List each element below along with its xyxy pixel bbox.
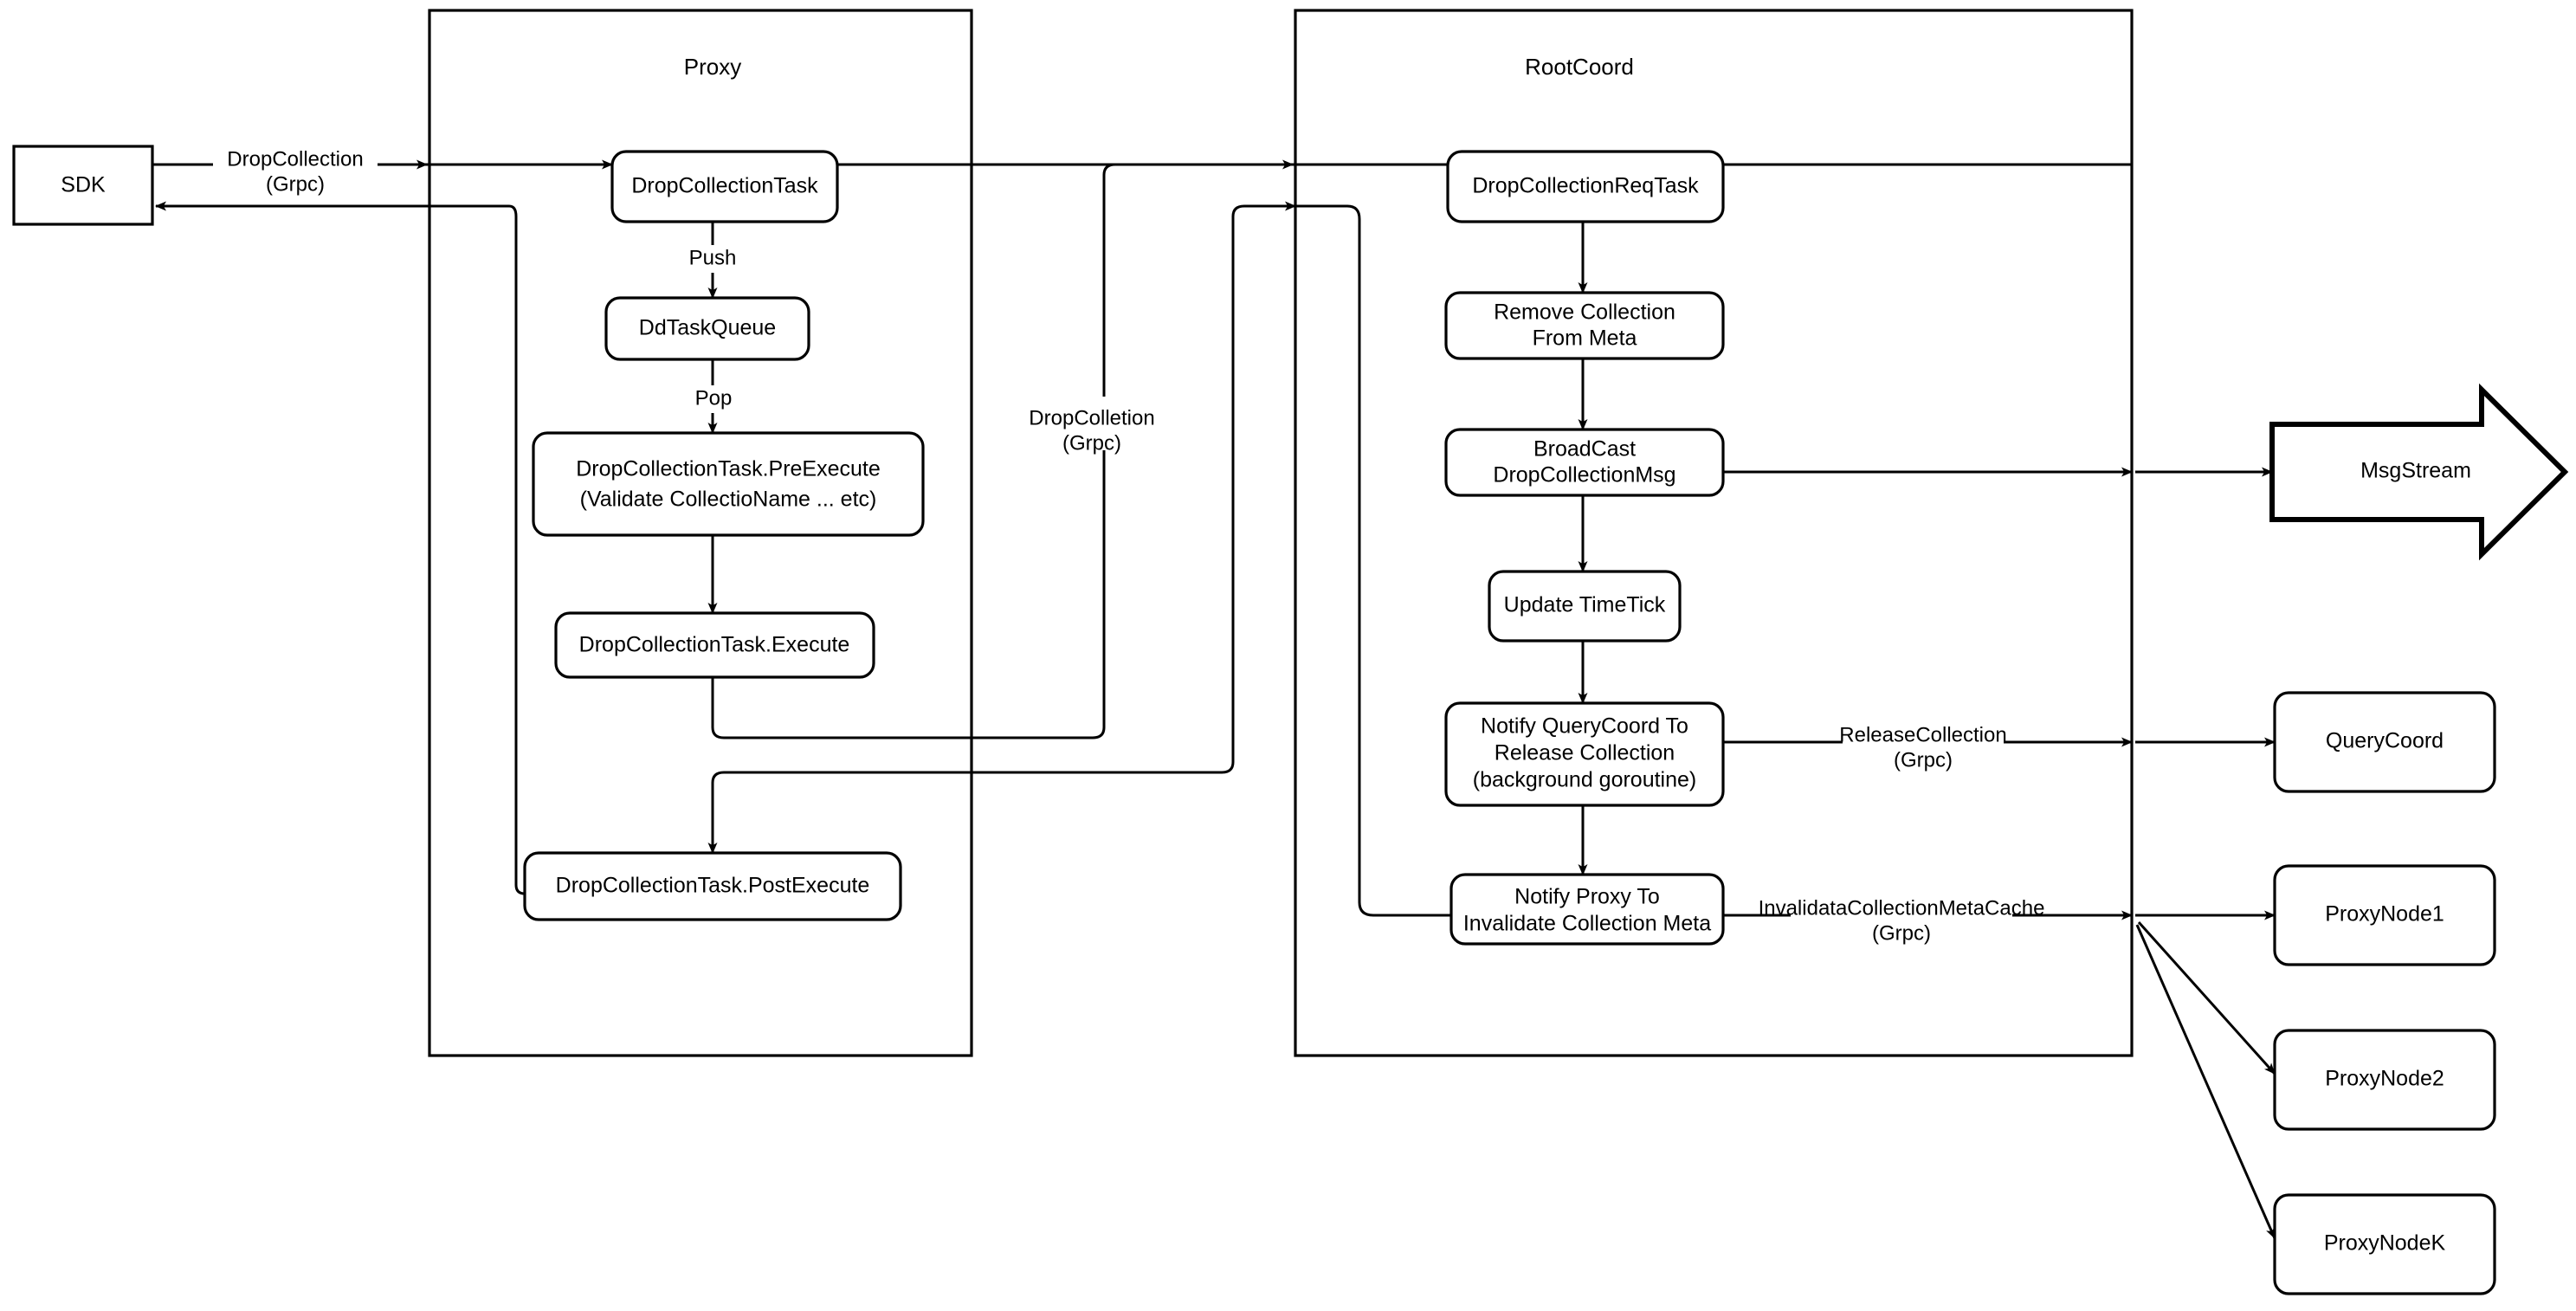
edge-execute-to-rootcoord-a xyxy=(711,677,1090,739)
querycoord-label: QueryCoord xyxy=(2326,729,2444,753)
node-remove-collection-from-meta[interactable]: Remove Collection From Meta xyxy=(1444,291,1725,360)
drop-collection-task-label: DropCollectionTask xyxy=(631,174,818,198)
pre-execute-label-line2: (Validate CollectioName ... etc) xyxy=(580,488,877,512)
node-notify-querycoord[interactable]: Notify QueryCoord To Release Collection … xyxy=(1444,701,1725,807)
broadcast-label-line2: DropCollectionMsg xyxy=(1493,463,1675,488)
node-proxynodek[interactable]: ProxyNodeK xyxy=(2273,1193,2496,1295)
node-drop-collection-req-task[interactable]: DropCollectionReqTask xyxy=(1446,150,1725,223)
node-update-timetick[interactable]: Update TimeTick xyxy=(1488,570,1682,643)
proxynode1-box[interactable] xyxy=(2273,864,2496,966)
sdk-label: SDK xyxy=(61,173,106,197)
pre-execute-box[interactable] xyxy=(532,431,925,537)
pop-label: Pop xyxy=(695,386,733,410)
release-collection-label-bg xyxy=(1843,720,2004,773)
node-broadcast-drop-collection-msg[interactable]: BroadCast DropCollectionMsg xyxy=(1444,428,1725,497)
edge-label-pop: Pop xyxy=(677,385,750,413)
notify-querycoord-label-line1: Notify QueryCoord To xyxy=(1481,714,1688,739)
querycoord-box[interactable] xyxy=(2273,691,2496,793)
proxynode2-label: ProxyNode2 xyxy=(2325,1067,2444,1091)
rootcoord-container-title: RootCoord xyxy=(1525,54,1634,80)
dd-task-queue-label: DdTaskQueue xyxy=(639,316,776,340)
update-timetick-box[interactable] xyxy=(1488,570,1682,643)
notify-proxy-box[interactable] xyxy=(1449,873,1725,946)
proxynodek-label: ProxyNodeK xyxy=(2324,1231,2446,1256)
node-post-execute[interactable]: DropCollectionTask.PostExecute xyxy=(523,851,902,921)
edge-boundary-to-proxynodek xyxy=(2135,924,2276,1239)
notify-proxy-label-line2: Invalidate Collection Meta xyxy=(1463,912,1711,936)
sdk-dropcollection-label-line2: (Grpc) xyxy=(266,172,325,196)
pop-label-bg xyxy=(677,385,750,413)
push-label-bg xyxy=(672,245,753,273)
release-collection-label-line2: (Grpc) xyxy=(1894,748,1953,772)
execute-label: DropCollectionTask.Execute xyxy=(579,633,850,657)
edge-postexecute-return-riser xyxy=(502,204,533,895)
node-pre-execute[interactable]: DropCollectionTask.PreExecute (Validate … xyxy=(532,431,925,537)
invalidate-cache-label-line2: (Grpc) xyxy=(1872,921,1931,945)
notify-proxy-label-line1: Notify Proxy To xyxy=(1514,885,1660,909)
invalidate-cache-label-bg xyxy=(1791,893,2012,946)
remove-collection-label-line2: From Meta xyxy=(1533,326,1637,351)
node-drop-collection-task[interactable]: DropCollectionTask xyxy=(610,150,839,223)
proxynode2-box[interactable] xyxy=(2273,1029,2496,1131)
proxynodek-box[interactable] xyxy=(2273,1193,2496,1295)
node-proxynode2[interactable]: ProxyNode2 xyxy=(2273,1029,2496,1131)
edge-label-release-collection: ReleaseCollection (Grpc) xyxy=(1839,720,2007,773)
release-collection-label-line1: ReleaseCollection xyxy=(1839,723,2006,746)
push-label: Push xyxy=(689,246,737,269)
post-execute-label: DropCollectionTask.PostExecute xyxy=(556,874,870,898)
proxynode1-label: ProxyNode1 xyxy=(2325,902,2444,927)
edge-notifyproxy-return-left xyxy=(1295,204,1451,917)
node-proxynode1[interactable]: ProxyNode1 xyxy=(2273,864,2496,966)
update-timetick-label: Update TimeTick xyxy=(1504,593,1666,617)
dd-task-queue-box[interactable] xyxy=(604,296,810,361)
node-querycoord[interactable]: QueryCoord xyxy=(2273,691,2496,793)
sdk-box[interactable] xyxy=(12,145,154,226)
edge-execute-to-rootcoord-b xyxy=(1090,159,1294,739)
sdk-dropcollection-label-bg xyxy=(213,142,378,196)
drop-collection-task-box[interactable] xyxy=(610,150,839,223)
proxy-dropcolletion-label-line1: DropColletion xyxy=(1029,406,1154,429)
remove-collection-box[interactable] xyxy=(1444,291,1725,360)
node-execute[interactable]: DropCollectionTask.Execute xyxy=(554,611,875,679)
invalidate-cache-label-line1: InvalidataCollectionMetaCache xyxy=(1759,896,2045,920)
node-sdk[interactable]: SDK xyxy=(12,145,154,226)
pre-execute-label-line1: DropCollectionTask.PreExecute xyxy=(576,457,881,481)
execute-box[interactable] xyxy=(554,611,875,679)
broadcast-box[interactable] xyxy=(1444,428,1725,497)
edge-label-proxy-dropcolletion: DropColletion (Grpc) xyxy=(1026,397,1182,455)
drop-collection-req-task-label: DropCollectionReqTask xyxy=(1472,174,1699,198)
sdk-dropcollection-label-line1: DropCollection xyxy=(227,147,363,171)
node-msgstream[interactable]: MsgStream xyxy=(2269,383,2569,561)
notify-querycoord-box[interactable] xyxy=(1444,701,1725,807)
notify-querycoord-label-line3: (background goroutine) xyxy=(1473,768,1697,792)
proxy-dropcolletion-label-line2: (Grpc) xyxy=(1062,431,1121,455)
edge-label-push: Push xyxy=(672,245,753,273)
msgstream-arrow-shape[interactable] xyxy=(2269,383,2569,561)
post-execute-box[interactable] xyxy=(523,851,902,921)
proxy-dropcolletion-label-bg xyxy=(1026,397,1182,450)
edge-label-sdk-dropcollection: DropCollection (Grpc) xyxy=(213,142,378,196)
drop-collection-req-task-box[interactable] xyxy=(1446,150,1725,223)
edge-rootcoord-to-postexecute xyxy=(707,204,1293,854)
node-dd-task-queue[interactable]: DdTaskQueue xyxy=(604,296,810,361)
broadcast-label-line1: BroadCast xyxy=(1533,437,1636,462)
node-notify-proxy-invalidate[interactable]: Notify Proxy To Invalidate Collection Me… xyxy=(1449,873,1725,946)
edge-label-invalidate-cache: InvalidataCollectionMetaCache (Grpc) xyxy=(1759,893,2045,946)
edge-boundary-to-proxynode2 xyxy=(2137,920,2276,1075)
remove-collection-label-line1: Remove Collection xyxy=(1494,300,1675,325)
notify-querycoord-label-line2: Release Collection xyxy=(1495,741,1675,765)
proxy-container-title: Proxy xyxy=(684,54,741,80)
msgstream-label: MsgStream xyxy=(2360,459,2471,483)
